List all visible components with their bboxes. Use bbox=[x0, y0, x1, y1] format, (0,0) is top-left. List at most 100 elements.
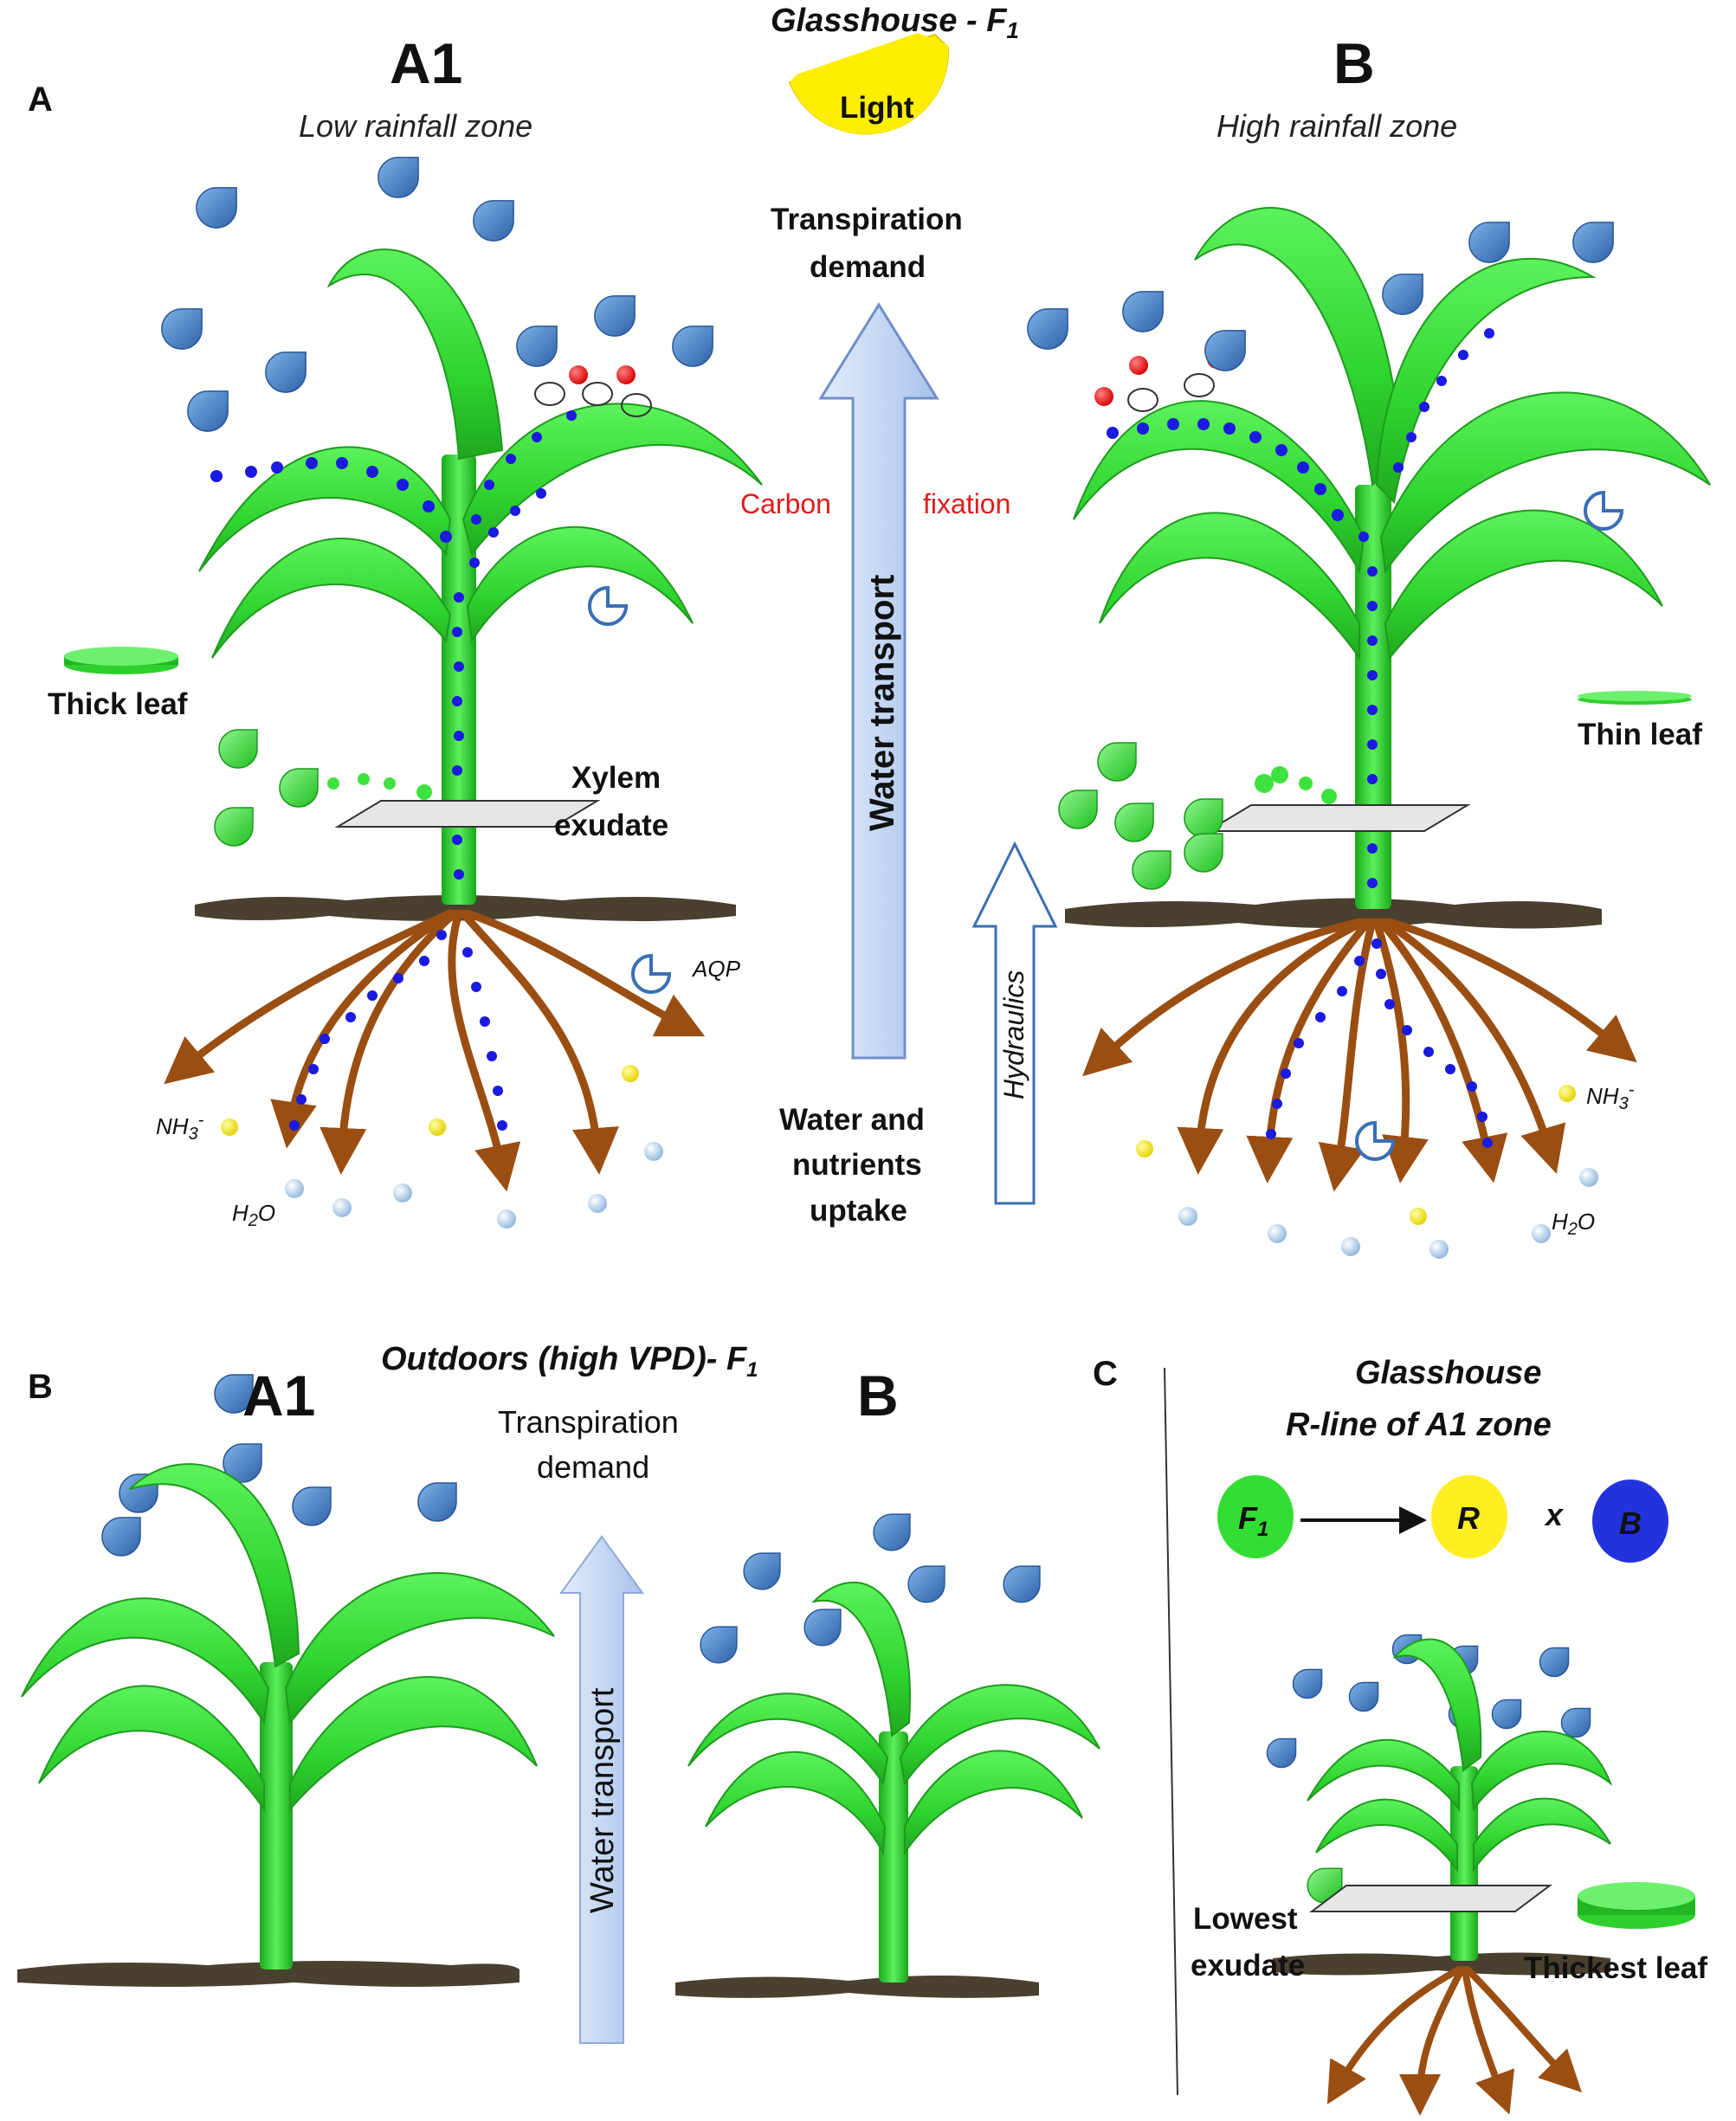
thin-leaf-icon bbox=[1578, 691, 1692, 705]
water-droplet-icon bbox=[594, 295, 636, 337]
light-label: Light bbox=[840, 91, 914, 125]
aquaporin-icon bbox=[588, 585, 629, 626]
exudate-dot bbox=[1271, 766, 1288, 783]
panel-b-plant-a1 bbox=[17, 1463, 555, 1987]
water-droplet-icon bbox=[1027, 308, 1068, 350]
carbon-label: Carbon bbox=[740, 488, 831, 519]
svg-text:R: R bbox=[1457, 1500, 1480, 1536]
exudate-dot bbox=[358, 773, 370, 785]
a1-title: A1 bbox=[390, 31, 462, 95]
thin-leaf-label: Thin leaf bbox=[1578, 718, 1702, 751]
panel-b-letter: B bbox=[28, 1368, 53, 1406]
exudate-droplet-icon bbox=[1132, 850, 1171, 890]
water-droplet-icon bbox=[1348, 1681, 1379, 1712]
h2o-label-right: H2O bbox=[1552, 1209, 1595, 1239]
xylem-sampling-plate bbox=[334, 800, 601, 828]
water-droplet-icon bbox=[196, 187, 237, 229]
water-droplet-icon bbox=[1122, 291, 1164, 332]
panel-a-header: Glasshouse - F1 bbox=[771, 3, 1019, 43]
stomata-icon bbox=[582, 382, 613, 406]
water-droplet-icon bbox=[378, 157, 419, 198]
fixation-label: fixation bbox=[923, 488, 1010, 519]
exudate-dot bbox=[1255, 774, 1274, 793]
panel-b-header: Outdoors (high VPD)- F1 bbox=[381, 1341, 758, 1382]
water-droplet-icon bbox=[1560, 1707, 1591, 1738]
stomata-icon bbox=[1184, 373, 1215, 397]
aquaporin-icon bbox=[1355, 1120, 1396, 1161]
panel-c-header-line1: Glasshouse bbox=[1355, 1355, 1541, 1391]
transpiration-demand-line1: Transpiration bbox=[771, 203, 963, 236]
exudate-droplet-icon bbox=[1114, 803, 1154, 842]
exudate-dot bbox=[327, 777, 339, 790]
water-molecule bbox=[332, 1198, 352, 1217]
exudate-dot bbox=[416, 784, 432, 800]
water-molecule bbox=[644, 1142, 663, 1161]
lowest-exudate-line2: exudate bbox=[1191, 1949, 1305, 1982]
nh3-ion bbox=[1136, 1140, 1153, 1157]
aquaporin-icon bbox=[631, 953, 672, 994]
water-droplet-icon bbox=[700, 1626, 738, 1664]
stomata-icon bbox=[534, 382, 565, 406]
water-droplet-icon bbox=[1266, 1737, 1297, 1769]
nh3-ion bbox=[1410, 1208, 1427, 1225]
thick-leaf-label: Thick leaf bbox=[48, 687, 188, 721]
water-droplet-icon bbox=[1382, 274, 1423, 315]
co2-dot bbox=[1129, 356, 1148, 375]
stomata-icon bbox=[1127, 388, 1158, 412]
water-molecule bbox=[1341, 1237, 1360, 1256]
node-b bbox=[1592, 1480, 1668, 1563]
exudate-droplet-icon bbox=[1184, 798, 1223, 838]
water-droplet-icon bbox=[907, 1565, 945, 1603]
water-molecule bbox=[588, 1194, 607, 1213]
thickest-leaf-label: Thickest leaf bbox=[1524, 1951, 1707, 1985]
co2-dot bbox=[1094, 387, 1113, 406]
svg-text:B: B bbox=[1619, 1505, 1642, 1541]
sun-icon: Light bbox=[788, 33, 950, 135]
water-droplet-icon bbox=[672, 326, 713, 367]
exudate-dot bbox=[1299, 777, 1313, 790]
cross-diagram: F1 R x B bbox=[1217, 1475, 1668, 1563]
svg-text:F1: F1 bbox=[1238, 1500, 1268, 1541]
water-droplet-icon bbox=[101, 1517, 141, 1557]
panel-b-b-title: B bbox=[857, 1364, 899, 1428]
aqp-label: AQP bbox=[691, 956, 741, 982]
water-droplet-icon bbox=[1491, 1699, 1522, 1730]
water-droplet-icon bbox=[214, 1374, 254, 1414]
water-droplet-icon bbox=[161, 308, 203, 350]
nh3-ion bbox=[622, 1065, 639, 1082]
nh3-ion bbox=[1559, 1085, 1576, 1102]
panel-c-plant-r bbox=[1273, 1638, 1695, 2116]
panel-c-header-line2: R-line of A1 zone bbox=[1286, 1407, 1552, 1443]
water-droplet-icon bbox=[187, 390, 229, 432]
water-droplet-icon bbox=[1572, 222, 1614, 263]
soil-line bbox=[1065, 898, 1602, 929]
panel-c-divider bbox=[1164, 1367, 1178, 2096]
panel-c-letter: C bbox=[1093, 1355, 1118, 1393]
xylem-label-line1: Xylem bbox=[571, 761, 661, 795]
stomata-icon bbox=[621, 393, 652, 417]
water-droplet-icon bbox=[516, 326, 558, 367]
exudate-droplet-icon bbox=[1097, 742, 1137, 782]
water-molecule bbox=[285, 1179, 304, 1198]
water-transport-arrow bbox=[818, 302, 939, 1060]
nh3-ion bbox=[429, 1119, 446, 1136]
a1-zone-label: Low rainfall zone bbox=[299, 108, 532, 144]
water-molecule bbox=[1429, 1240, 1449, 1259]
uptake-line1: Water and bbox=[779, 1103, 925, 1137]
co2-dot bbox=[616, 365, 636, 384]
xylem-sampling-plate bbox=[1309, 1885, 1552, 1912]
exudate-dot bbox=[1321, 789, 1337, 804]
hydraulics-label: Hydraulics bbox=[998, 970, 1029, 1099]
exudate-dot bbox=[384, 777, 396, 790]
h2o-label-left: H2O bbox=[232, 1200, 275, 1230]
lowest-exudate-line1: Lowest bbox=[1193, 1902, 1298, 1936]
exudate-droplet-icon bbox=[218, 729, 258, 769]
water-molecule bbox=[1579, 1168, 1598, 1187]
water-molecule bbox=[1178, 1207, 1197, 1226]
panel-a-letter: A bbox=[28, 81, 53, 119]
water-droplet-icon bbox=[743, 1552, 781, 1590]
water-droplet-icon bbox=[265, 351, 307, 393]
water-molecule bbox=[1268, 1224, 1287, 1243]
